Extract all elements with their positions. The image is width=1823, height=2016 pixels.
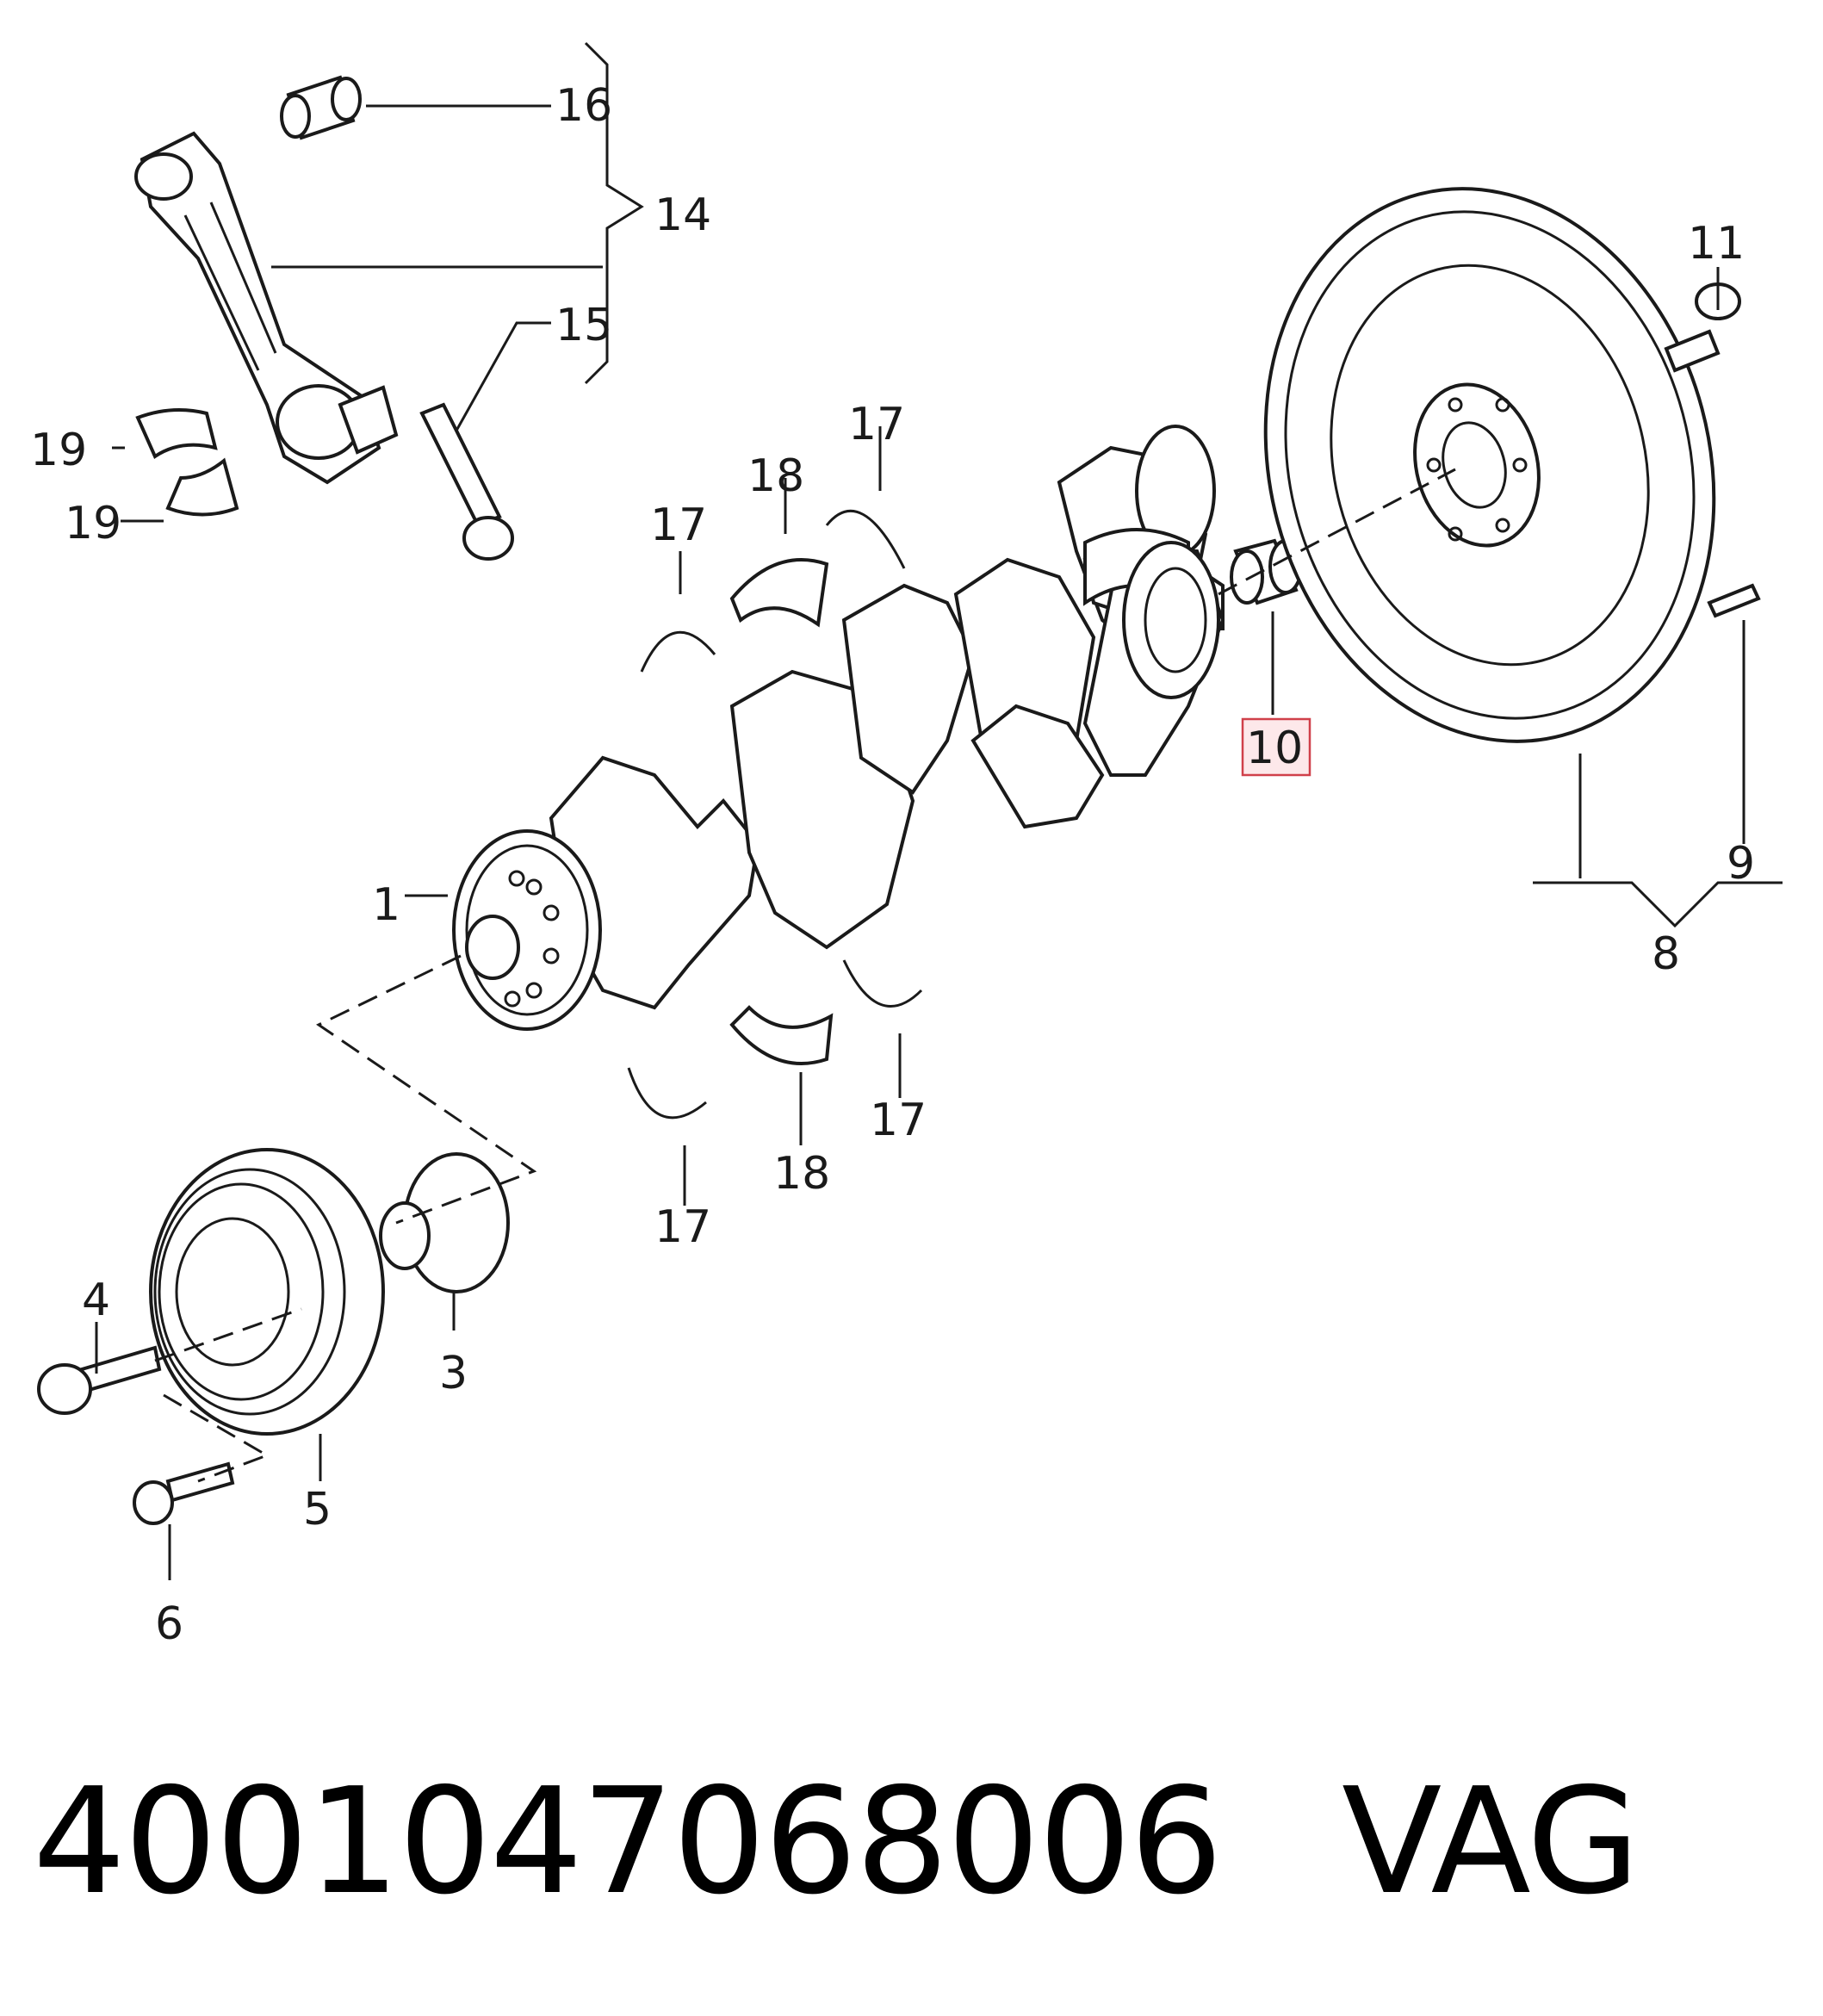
label-14[interactable]: 14	[654, 189, 711, 241]
vibration-damper[interactable]	[149, 1148, 385, 1436]
label-4[interactable]: 4	[82, 1275, 110, 1326]
rod-bolt[interactable]	[419, 402, 514, 561]
pilot-bearing[interactable]	[1230, 538, 1303, 605]
thrust-washer-1[interactable]	[640, 630, 716, 673]
label-19-upper[interactable]: 19	[30, 425, 87, 476]
crank-gear[interactable]	[452, 829, 602, 1031]
thrust-washer-2[interactable]	[825, 509, 906, 569]
label-16[interactable]: 16	[555, 80, 612, 132]
bracket-14	[584, 41, 644, 385]
label-6[interactable]: 6	[155, 1598, 183, 1650]
main-bearing-shell-upper[interactable]	[729, 558, 829, 628]
axis-line-damper-2	[163, 1393, 270, 1483]
label-17-top-right[interactable]: 17	[848, 399, 905, 450]
part-caption: 4001047068006 VAG	[33, 1757, 1640, 1946]
rod-bearing-shell-lower[interactable]	[165, 457, 239, 517]
label-1[interactable]: 1	[372, 879, 400, 931]
label-10[interactable]: 10	[1246, 723, 1303, 774]
main-bearing-shell-lower[interactable]	[729, 1005, 834, 1065]
label-8[interactable]: 8	[1652, 928, 1680, 980]
crankshaft-rear-flange	[1122, 541, 1220, 699]
axis-line-damper	[154, 1307, 302, 1362]
label-11[interactable]: 11	[1688, 218, 1745, 270]
central-bolt[interactable]	[37, 1345, 162, 1415]
label-3[interactable]: 3	[439, 1348, 468, 1399]
axis-line-rear	[1218, 468, 1456, 596]
thrust-washer-3[interactable]	[842, 959, 923, 1008]
timing-sprocket[interactable]	[379, 1152, 510, 1293]
highlight-box-10	[1241, 717, 1311, 777]
label-5[interactable]: 5	[303, 1484, 332, 1535]
thrust-washer-4[interactable]	[627, 1067, 707, 1120]
label-17-top-left[interactable]: 17	[650, 499, 707, 551]
part-number: 4001047068006	[33, 1757, 1223, 1927]
connecting-rod[interactable]	[134, 131, 399, 485]
label-18-top[interactable]: 18	[747, 450, 804, 502]
small-end-bush[interactable]	[280, 75, 362, 140]
label-17-bottom-right[interactable]: 17	[870, 1095, 927, 1146]
axis-line-front	[316, 954, 537, 1225]
label-17-bottom-left[interactable]: 17	[654, 1201, 711, 1253]
label-9[interactable]: 9	[1727, 838, 1755, 890]
label-15[interactable]: 15	[555, 300, 612, 351]
label-19-lower[interactable]: 19	[65, 498, 121, 549]
flywheel-bolt[interactable]	[1664, 282, 1741, 373]
flywheel[interactable]	[1206, 138, 1775, 792]
dowel-pin[interactable]	[1707, 583, 1761, 618]
exploded-parts-diagram: 1 3 4 5 6 8 9 10 11 14 15 16 17 17 17 17…	[30, 41, 1783, 1650]
brand-name: VAG	[1342, 1757, 1640, 1927]
rod-bearing-shell-upper[interactable]	[135, 408, 218, 459]
label-18-bottom[interactable]: 18	[773, 1148, 830, 1200]
